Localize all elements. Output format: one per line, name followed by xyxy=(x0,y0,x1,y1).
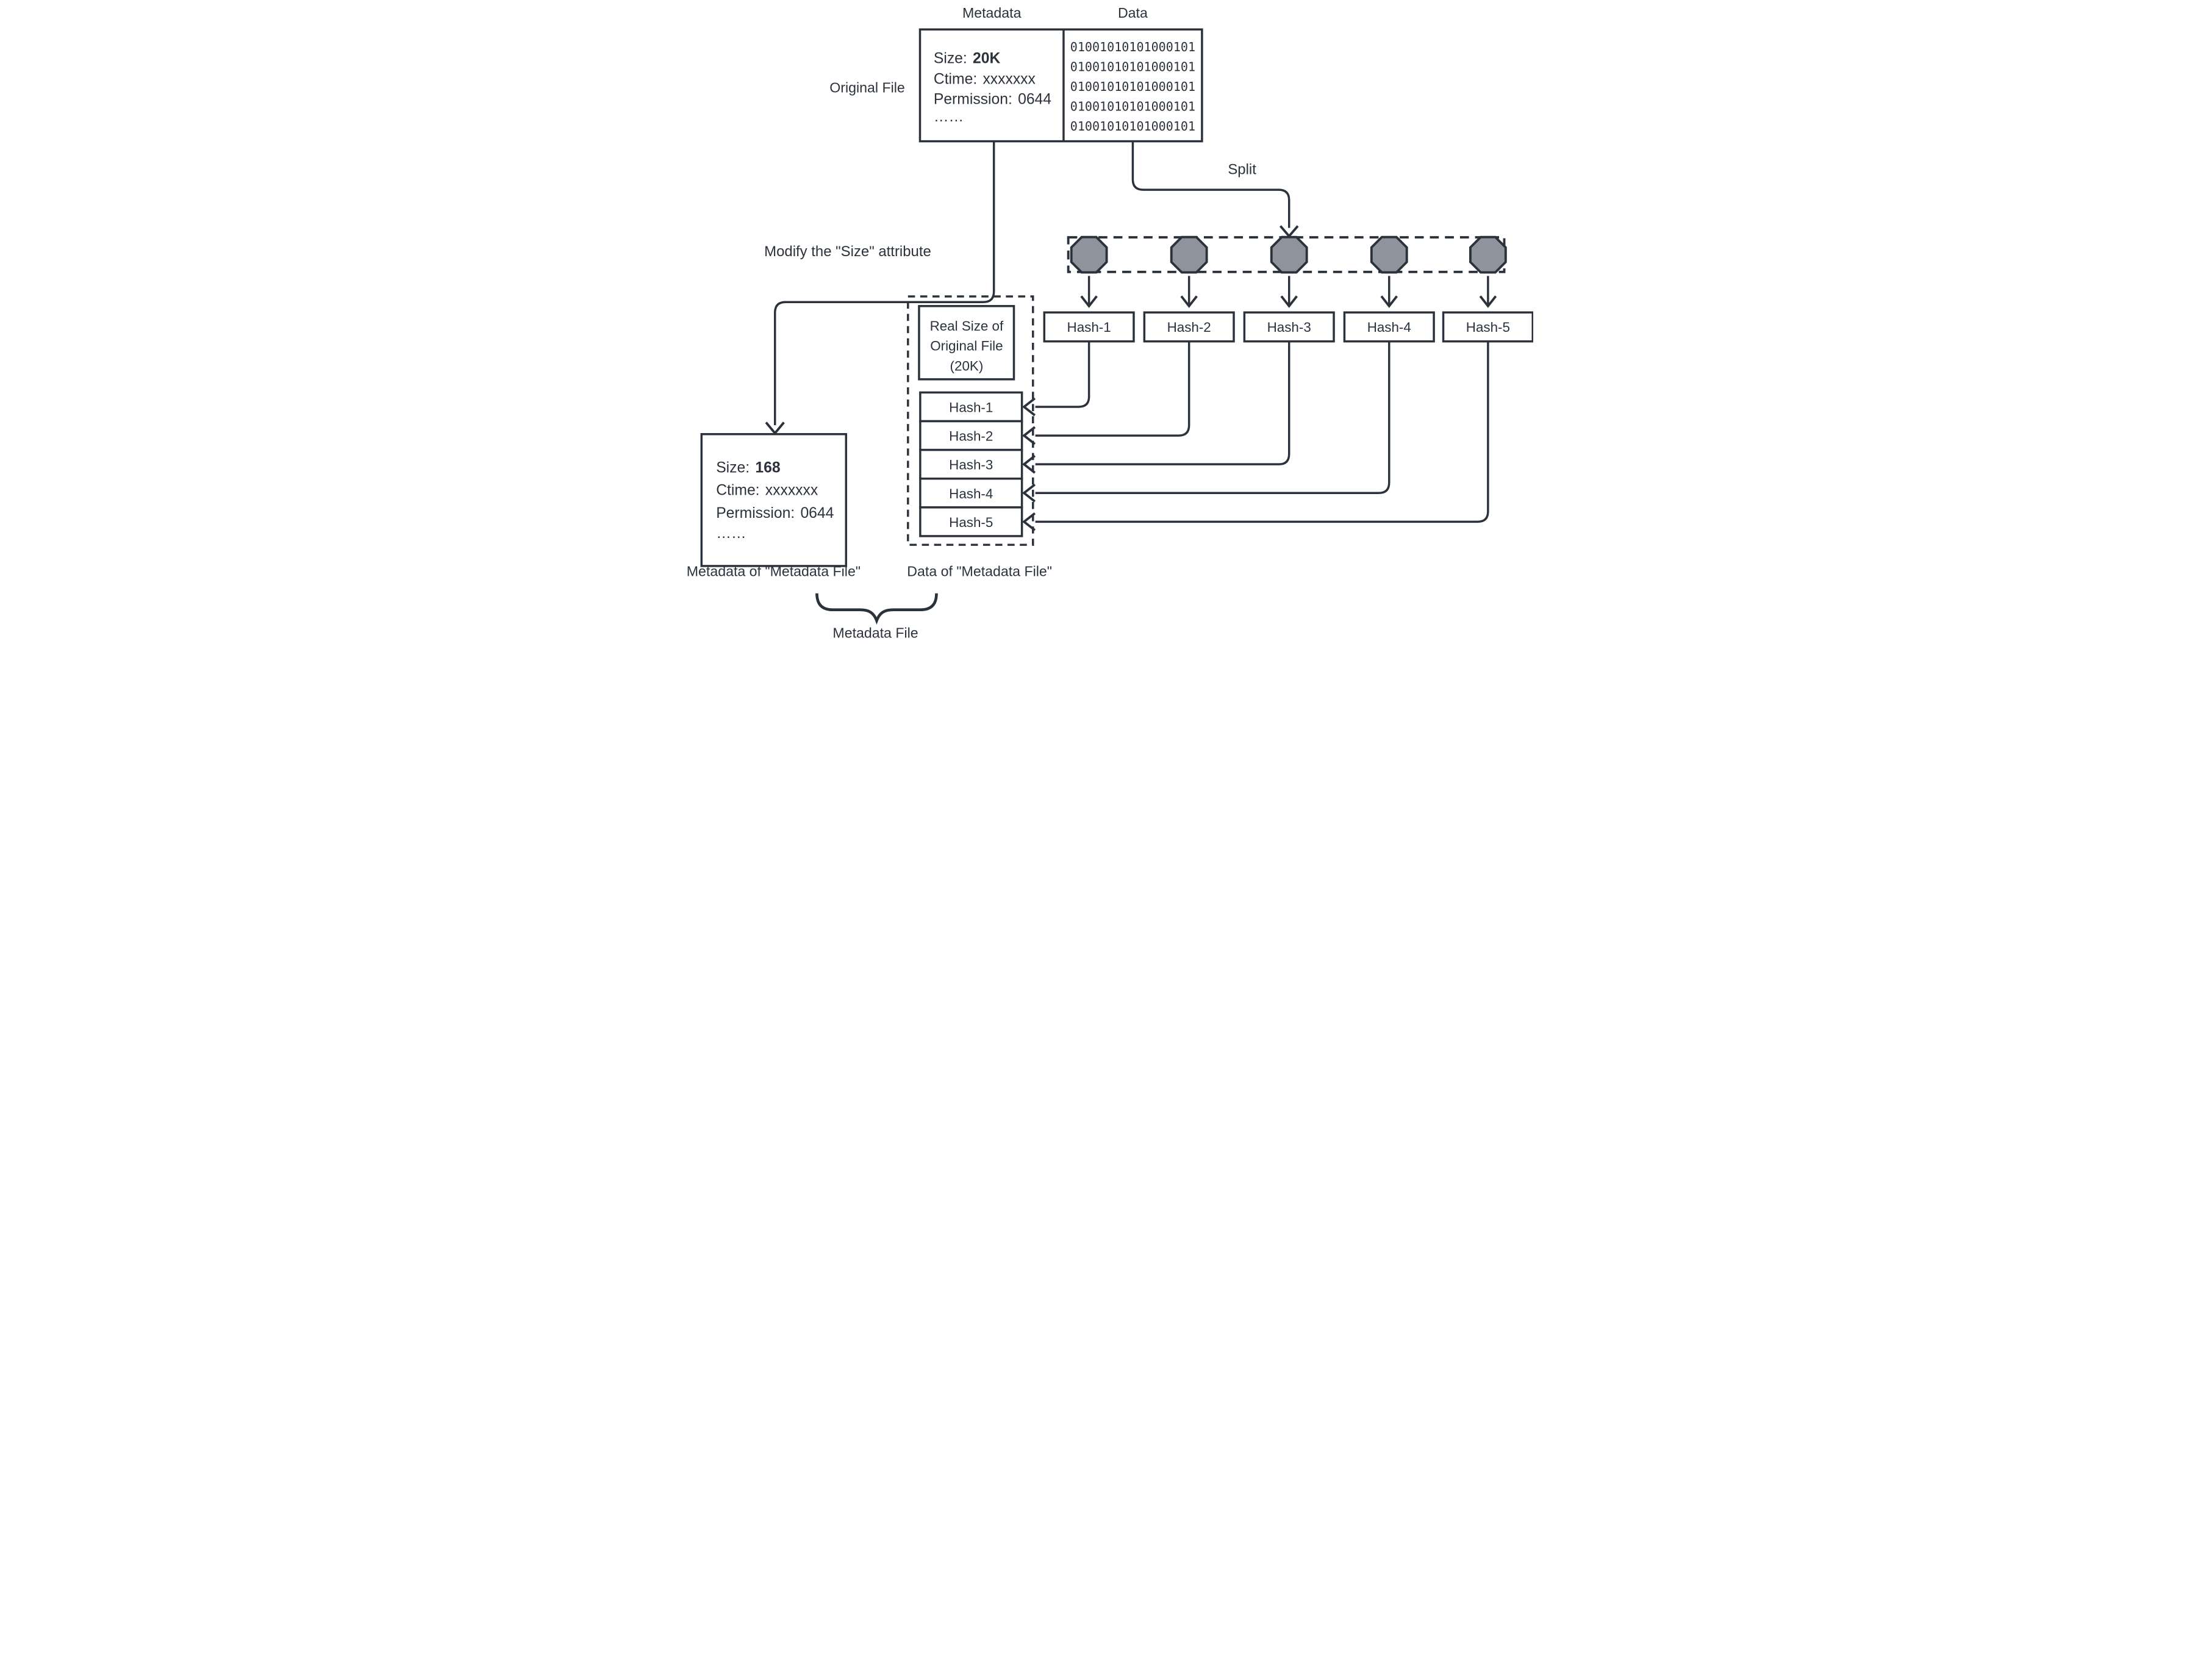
binary-line: 01001010101000101 xyxy=(1070,60,1195,74)
modify-arrow-line xyxy=(773,141,995,426)
original-file-group: Metadata Data Original File Size: 20K Cti… xyxy=(829,5,1203,143)
binary-line: 01001010101000101 xyxy=(1070,79,1195,94)
modify-size-arrow: Modify the "Size" attribute xyxy=(764,141,995,436)
real-size-line: Original File xyxy=(930,339,1003,354)
orig-permission-value: 0644 xyxy=(1018,91,1051,108)
hash-output-label: Hash-1 xyxy=(1067,320,1111,335)
orig-ctime-value: xxxxxxx xyxy=(983,71,1036,87)
hash-list-label: Hash-1 xyxy=(949,400,993,415)
orig-permission-label: Permission: xyxy=(933,91,1012,108)
down-arrowhead-icon xyxy=(1280,295,1298,308)
hash-output-label: Hash-2 xyxy=(1167,320,1211,335)
left-arrowhead-icon xyxy=(1022,426,1036,445)
meta-ctime-label: Ctime: xyxy=(716,482,759,499)
real-size-box xyxy=(917,305,1015,381)
arrow-line xyxy=(1035,341,1489,523)
bottom-captions: Metadata of "Metadata File" Data of "Met… xyxy=(686,564,1051,641)
hash-output-label: Hash-3 xyxy=(1267,320,1311,335)
meta-permission-row: Permission: 0644 xyxy=(716,505,834,522)
real-size-line: (20K) xyxy=(950,359,983,374)
left-arrowhead-icon xyxy=(1022,483,1036,503)
original-file-label: Original File xyxy=(829,79,904,95)
chunk-row xyxy=(1067,235,1507,274)
real-size-line: Real Size of xyxy=(929,318,1003,334)
hash-output-box xyxy=(1343,311,1435,343)
metadata-file-metadata-group: Size: 168 Ctime: xxxxxxx Permission: 0644 …… xyxy=(700,433,847,567)
hash-output-label: Hash-5 xyxy=(1466,320,1509,335)
orig-ellipsis-row: …… xyxy=(933,109,963,125)
metadata-file-data-dashed-box xyxy=(906,295,1034,546)
left-arrowhead-icon xyxy=(1022,397,1036,417)
meta-permission-value: 0644 xyxy=(800,505,834,522)
hash-list-label: Hash-5 xyxy=(949,515,993,530)
binary-line: 01001010101000101 xyxy=(1070,119,1195,134)
diagram-canvas: Metadata Data Original File Size: 20K Cti… xyxy=(679,0,1533,648)
data-of-metadata-file-label: Data of "Metadata File" xyxy=(907,564,1052,579)
meta-size-label: Size: xyxy=(716,460,750,476)
arrow-line xyxy=(1035,341,1290,465)
down-arrowhead-icon xyxy=(1179,295,1198,308)
meta-ctime-value: xxxxxxx xyxy=(765,482,818,499)
diagram-page: Metadata Data Original File Size: 20K Cti… xyxy=(679,0,1533,648)
curly-brace-icon xyxy=(815,593,938,625)
down-arrowhead-icon xyxy=(1380,295,1398,308)
left-arrowhead-icon xyxy=(1022,454,1036,474)
metadata-file-label: Metadata File xyxy=(832,625,918,640)
hash-output-row: Hash-1 Hash-2 Hash-3 Hash-4 Hash-5 xyxy=(1043,311,1533,343)
left-arrowhead-icon xyxy=(1022,512,1036,531)
chunk-octagon-icon xyxy=(1469,235,1507,274)
chunk-octagon-icon xyxy=(1170,235,1208,274)
data-header-label: Data xyxy=(1117,5,1147,21)
meta-ellipsis-row: …… xyxy=(716,525,746,542)
binary-line: 01001010101000101 xyxy=(1070,40,1195,54)
orig-size-value: 20K xyxy=(973,50,1000,66)
meta-ctime-row: Ctime: xxxxxxx xyxy=(716,482,818,499)
metadata-file-data-group: Real Size of Original File (20K) Hash-1 … xyxy=(906,295,1034,546)
orig-ctime-row: Ctime: xxxxxxx xyxy=(933,71,1036,87)
arrow-line xyxy=(1035,341,1391,495)
modify-size-label: Modify the "Size" attribute xyxy=(764,243,931,260)
chunk-octagon-icon xyxy=(1370,235,1408,274)
hash-output-box xyxy=(1243,311,1335,343)
meta-size-row: Size: 168 xyxy=(716,460,780,476)
split-arrow-line xyxy=(1131,141,1290,228)
arrow-line xyxy=(1035,341,1090,408)
hash-list-label: Hash-2 xyxy=(949,429,993,444)
orig-size-row: Size: 20K xyxy=(933,50,1000,66)
chunk-to-hash-arrows xyxy=(1079,276,1497,308)
down-arrowhead-icon xyxy=(1479,295,1497,308)
meta-permission-label: Permission: xyxy=(716,505,795,522)
metadata-of-metadata-file-label: Metadata of "Metadata File" xyxy=(686,564,860,579)
hash-list-label: Hash-3 xyxy=(949,457,993,473)
hash-list-stack: Hash-1 Hash-2 Hash-3 Hash-4 Hash-5 xyxy=(918,391,1023,537)
original-file-box xyxy=(918,28,1203,143)
hash-list-row xyxy=(918,391,1023,423)
hash-output-box xyxy=(1043,311,1135,343)
metadata-file-metadata-box xyxy=(700,433,847,567)
hash-output-box xyxy=(1442,311,1533,343)
chunk-octagon-icon xyxy=(1070,235,1108,274)
down-arrowhead-icon xyxy=(1079,295,1098,308)
hash-list-label: Hash-4 xyxy=(949,486,993,501)
meta-size-value: 168 xyxy=(755,460,780,476)
hash-output-box xyxy=(1143,311,1235,343)
hash-list-row xyxy=(918,506,1023,537)
split-label: Split xyxy=(1228,162,1256,178)
binary-data-lines: 01001010101000101 01001010101000101 0100… xyxy=(1070,40,1195,134)
orig-ctime-label: Ctime: xyxy=(933,71,976,87)
chunk-octagon-icon xyxy=(1270,235,1308,274)
metadata-header-label: Metadata xyxy=(962,5,1021,21)
split-arrow: Split xyxy=(1131,141,1298,238)
hash-to-list-arrows xyxy=(1022,341,1489,531)
orig-permission-row: Permission: 0644 xyxy=(933,91,1051,108)
orig-size-label: Size: xyxy=(933,50,967,66)
arrow-line xyxy=(1035,341,1190,437)
binary-line: 01001010101000101 xyxy=(1070,99,1195,113)
hash-output-label: Hash-4 xyxy=(1367,320,1411,335)
